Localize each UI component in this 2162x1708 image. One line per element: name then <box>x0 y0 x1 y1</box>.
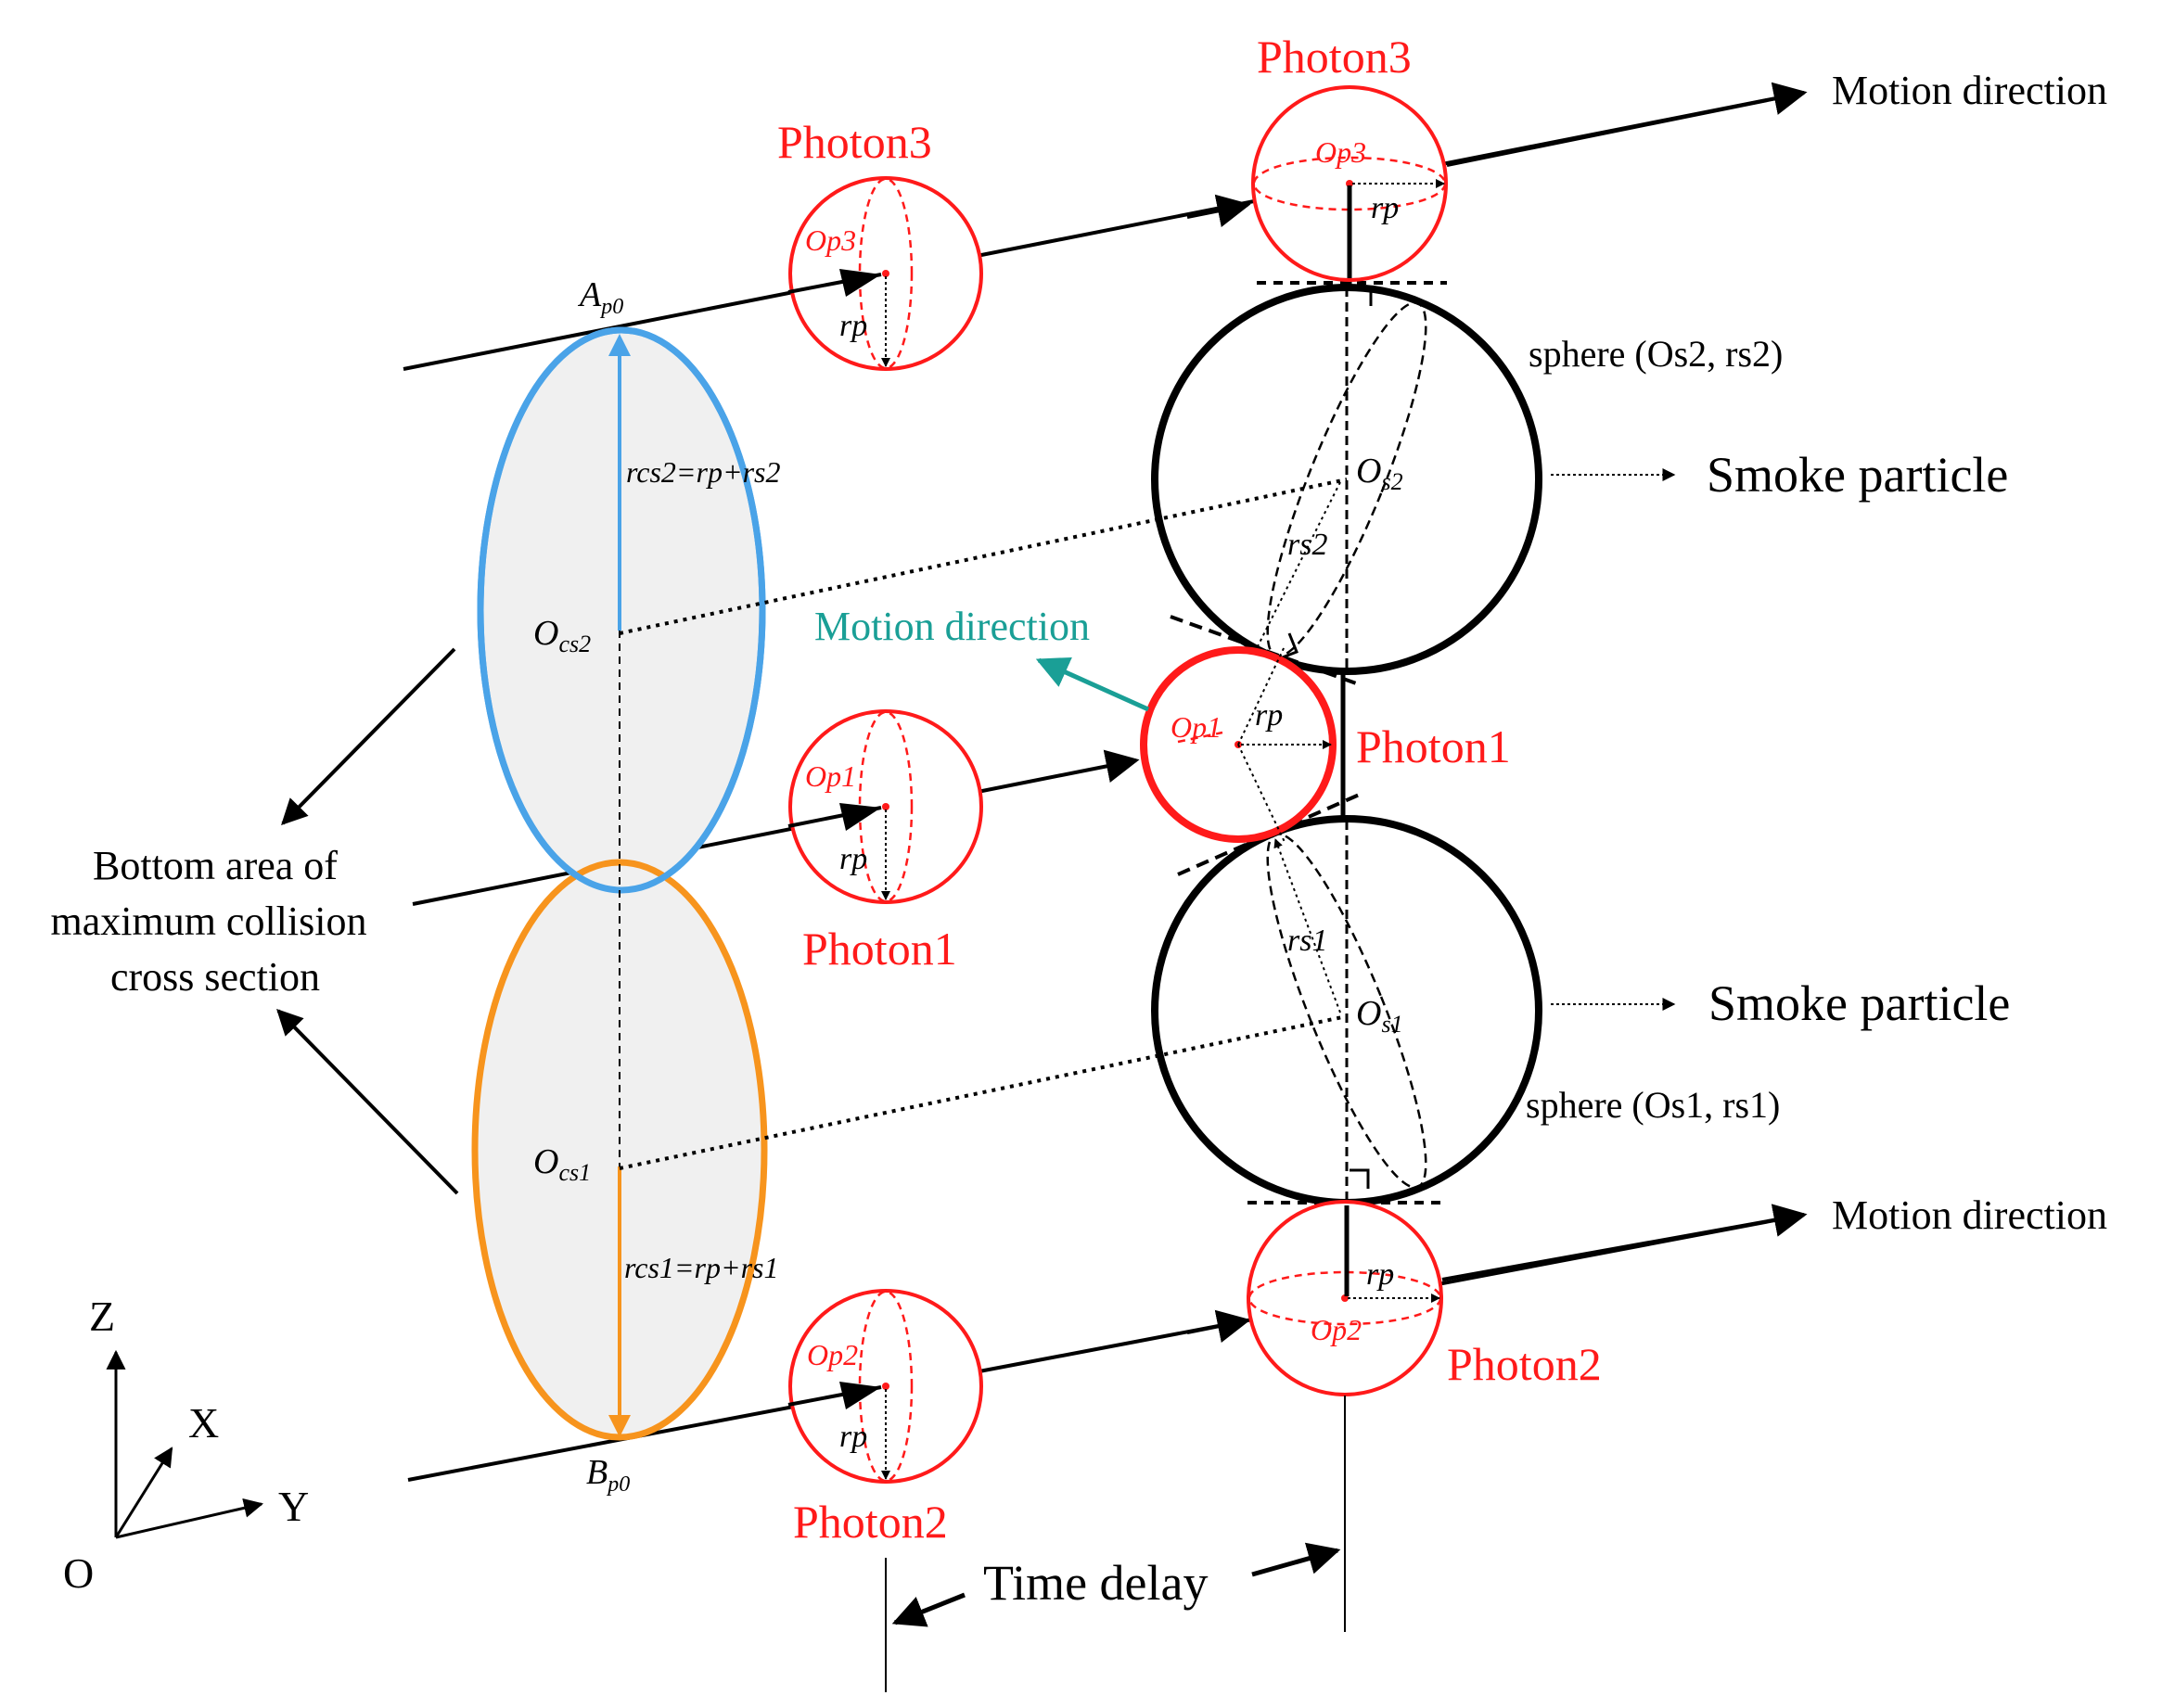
label-rcs2-expr: rcs2=rp+rs2 <box>626 455 780 489</box>
bottom-area-arrow-upper <box>281 647 456 825</box>
label-op3-mid: Op3 <box>805 223 856 257</box>
label-bottom-area-line3: cross section <box>110 954 320 1000</box>
label-axis-y: Y <box>278 1483 309 1530</box>
label-bottom-area-line1: Bottom area of <box>93 843 338 888</box>
label-rp-photon2-right: rp <box>1366 1257 1394 1292</box>
label-photon3-top: Photon3 <box>1257 31 1412 83</box>
traj-bottom-mid-arrow <box>1186 1309 1251 1344</box>
time-delay-arrow-left <box>891 1592 966 1627</box>
axis-y-line <box>115 1498 264 1539</box>
photon2-mid-center <box>882 1383 889 1390</box>
label-op1-mid: Op1 <box>805 759 856 793</box>
photon1-mid-center <box>882 803 889 810</box>
tangent-photon1-lower <box>1177 791 1364 876</box>
photon2-right-equator <box>1247 1270 1442 1326</box>
os1-connector-dotted <box>619 1014 1348 1170</box>
label-photon2-mid: Photon2 <box>793 1496 948 1548</box>
label-rp-photon3-right: rp <box>1371 191 1399 225</box>
label-axis-o: O <box>63 1549 94 1597</box>
label-op1-right: Op1 <box>1171 710 1222 744</box>
photon2-mid-arrowhead <box>839 1382 881 1409</box>
label-motion-teal: Motion direction <box>814 604 1090 649</box>
photon1-right-line-up <box>1237 645 1286 746</box>
label-sphere1: sphere (Os1, rs1) <box>1526 1084 1780 1126</box>
cross-section-ellipse-top-outline <box>477 326 766 894</box>
label-photon1-right: Photon1 <box>1356 720 1511 772</box>
label-photon1-mid: Photon1 <box>802 923 957 975</box>
right-angle-top-2 <box>1352 286 1373 306</box>
label-op3-right: Op3 <box>1315 135 1366 169</box>
label-motion-top: Motion direction <box>1832 68 2107 113</box>
rs2-radius-arrow <box>1253 481 1341 655</box>
label-rp-photon2-mid: rp <box>839 1420 867 1454</box>
photon1-mid-meridian <box>858 710 914 903</box>
label-os1: Os1 <box>1356 994 1403 1038</box>
photon1-mid-arrowhead <box>839 803 881 831</box>
tangent-photon1-upper <box>1170 615 1360 686</box>
label-bp0: Bp0 <box>586 1453 630 1497</box>
photon3-mid-arrowhead <box>839 269 881 297</box>
label-op2-mid: Op2 <box>807 1338 858 1371</box>
bottom-area-arrow-lower <box>276 1008 459 1195</box>
smoke-sphere-bottom <box>1151 815 1542 1206</box>
photon3-mid-meridian <box>858 177 914 370</box>
label-rs2: rs2 <box>1287 528 1327 562</box>
label-rp-photon1-mid: rp <box>839 842 867 876</box>
traj-bottom-right-seg <box>1441 1213 1805 1281</box>
smoke-sphere-bottom-meridian <box>1266 833 1427 1189</box>
label-smoke-top: Smoke particle <box>1707 447 2008 503</box>
rs1-radius-arrow <box>1273 838 1341 1013</box>
photon1-right-line-down <box>1237 744 1286 843</box>
os2-connector-dotted <box>619 478 1348 635</box>
photon3-mid-center <box>882 270 889 277</box>
label-axis-z: Z <box>89 1293 115 1340</box>
label-os2: Os2 <box>1356 452 1403 495</box>
trajectory-middle <box>412 749 1140 906</box>
label-ocs1: Ocs1 <box>533 1142 591 1186</box>
time-delay-arrow-right <box>1251 1542 1341 1577</box>
axis-x-line <box>114 1447 173 1538</box>
label-time-delay: Time delay <box>983 1555 1209 1611</box>
label-photon3-mid: Photon3 <box>777 116 932 168</box>
label-rp-photon3-mid: rp <box>839 309 867 343</box>
photon1-teal-motion-arrow <box>1035 656 1150 712</box>
traj-top-right-seg <box>1446 91 1805 167</box>
label-smoke-bottom: Smoke particle <box>1708 975 2010 1031</box>
label-op2-right: Op2 <box>1311 1313 1362 1346</box>
label-motion-bottom: Motion direction <box>1832 1192 2107 1238</box>
label-rcs1-expr: rcs1=rp+rs1 <box>624 1251 778 1284</box>
label-photon2-right: Photon2 <box>1447 1338 1602 1390</box>
label-rs1: rs1 <box>1287 924 1327 958</box>
photon3-right-equator <box>1252 156 1447 211</box>
label-rp-photon1-right: rp <box>1255 698 1283 733</box>
label-bottom-area-line2: maximum collision <box>51 899 367 944</box>
label-axis-x: X <box>188 1399 219 1447</box>
label-sphere2: sphere (Os2, rs2) <box>1529 333 1783 375</box>
right-angle-bottom-1 <box>1350 1168 1370 1189</box>
label-ocs2: Ocs2 <box>533 614 591 657</box>
traj-top-mid-arrow <box>1186 194 1251 228</box>
label-ap0: Ap0 <box>577 275 623 319</box>
right-angle-photon1-upper-b <box>1279 632 1298 660</box>
photon2-mid-meridian <box>858 1290 914 1483</box>
